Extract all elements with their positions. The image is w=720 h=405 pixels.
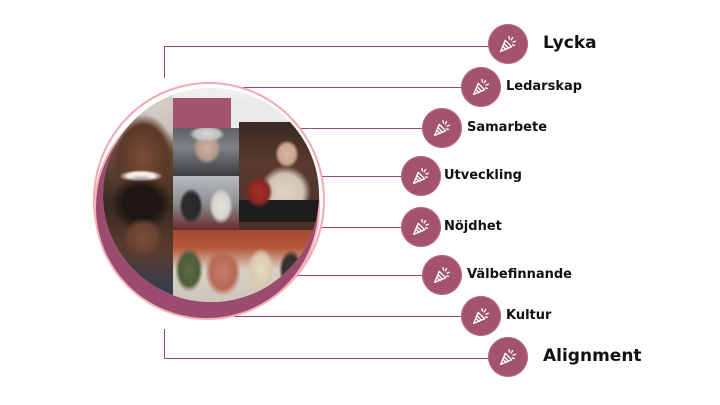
connector-utveckling <box>318 176 403 177</box>
bracket-top-vertical <box>164 46 165 78</box>
photo-group-sofa <box>173 230 319 302</box>
photo-two-colleagues <box>173 176 239 230</box>
connector-ledarskap <box>208 87 463 88</box>
item-bubble-kultur <box>461 296 501 336</box>
item-label-valbefinnande: Välbefinnande <box>467 267 572 282</box>
item-label-samarbete: Samarbete <box>467 120 548 135</box>
bracket-bottom-horizontal <box>164 358 494 359</box>
party-popper-icon <box>412 167 430 185</box>
decorative-mauve-block <box>173 98 231 128</box>
party-popper-icon <box>499 35 517 53</box>
item-label-alignment: Alignment <box>543 346 642 366</box>
item-label-ledarskap: Ledarskap <box>506 79 583 94</box>
party-popper-icon <box>433 266 451 284</box>
item-label-lycka: Lycka <box>543 33 597 53</box>
item-label-kultur: Kultur <box>506 308 552 323</box>
connector-valbefinnande <box>290 275 424 276</box>
item-bubble-alignment <box>488 337 528 377</box>
connector-nojdhet <box>318 227 403 228</box>
item-bubble-valbefinnande <box>422 255 462 295</box>
party-popper-icon <box>472 307 490 325</box>
photo-older-woman <box>173 128 239 176</box>
party-popper-icon <box>499 348 517 366</box>
item-bubble-lycka <box>488 24 528 64</box>
party-popper-icon <box>472 78 490 96</box>
item-label-nojdhet: Nöjdhet <box>444 219 502 234</box>
connector-kultur <box>200 316 463 317</box>
bracket-bottom-vertical <box>164 329 165 358</box>
item-label-utveckling: Utveckling <box>444 168 522 183</box>
party-popper-icon <box>433 119 451 137</box>
item-bubble-samarbete <box>422 108 462 148</box>
item-bubble-nojdhet <box>401 207 441 247</box>
photo-smiling-man <box>103 88 173 302</box>
item-bubble-ledarskap <box>461 67 501 107</box>
item-bubble-utveckling <box>401 156 441 196</box>
center-photo-collage <box>103 88 319 302</box>
party-popper-icon <box>412 218 430 236</box>
photo-woman-laptop <box>239 122 319 230</box>
bracket-top-horizontal <box>164 46 494 47</box>
connector-samarbete <box>296 128 424 129</box>
